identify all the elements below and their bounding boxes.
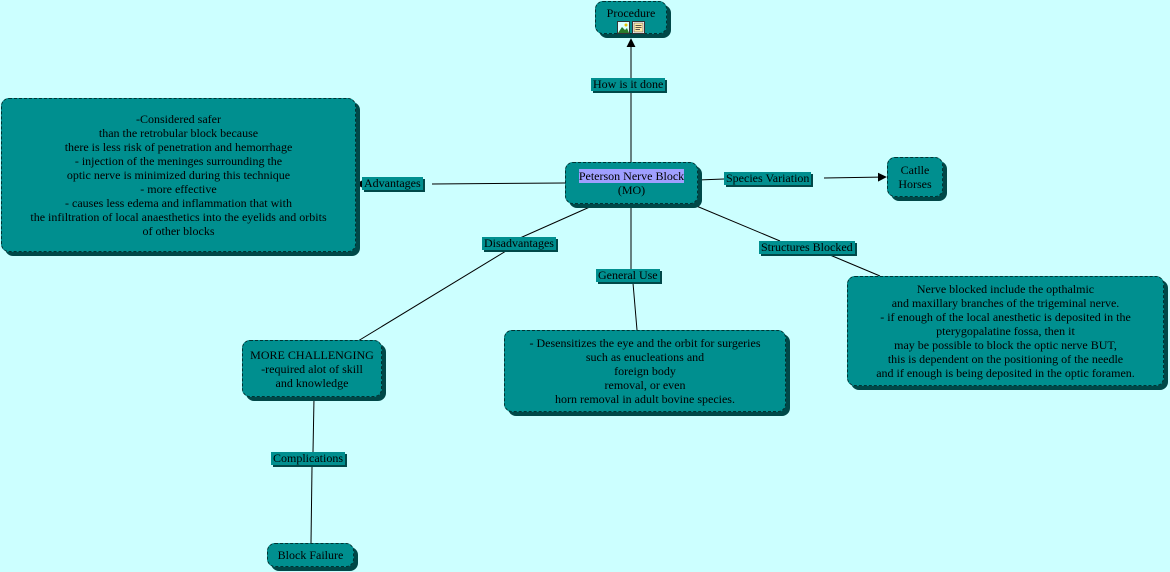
central-concept-title: Peterson Nerve Block: [578, 169, 685, 183]
species-text-node[interactable]: Catlle Horses: [887, 157, 943, 197]
general-use-line: foreign body: [614, 364, 676, 378]
advantages-line: - causes less edema and inflammation tha…: [65, 196, 292, 210]
general-use-line: removal, or even: [604, 378, 686, 392]
image-icon[interactable]: [617, 21, 630, 34]
link-complications-failure: [310, 466, 313, 544]
advantages-line: optic nerve is minimized during this tec…: [66, 168, 291, 182]
central-concept-subtitle: (MO): [617, 183, 646, 197]
link-label-species[interactable]: Species Variation: [724, 171, 812, 185]
structures-line: and if enough is being deposited in the …: [876, 366, 1135, 380]
challenging-line: -required alot of skill: [261, 361, 363, 376]
central-concept-node[interactable]: Peterson Nerve Block (MO): [565, 162, 698, 204]
link-label-complications[interactable]: Complications: [271, 451, 345, 465]
structures-line: may be possible to block the optic nerve…: [894, 338, 1117, 352]
species-line: Catlle: [900, 163, 930, 177]
advantages-line: the infiltration of local anaesthetics i…: [30, 210, 327, 224]
general-use-text-node[interactable]: - Desensitizes the eye and the orbit for…: [504, 330, 786, 412]
link-general-text: [632, 282, 638, 331]
structures-line: and maxillary branches of the trigeminal…: [891, 296, 1120, 310]
challenging-node[interactable]: MORE CHALLENGING -required alot of skill…: [242, 340, 382, 397]
procedure-node[interactable]: Procedure: [595, 1, 667, 34]
procedure-attachments: [617, 21, 645, 34]
advantages-line: there is less risk of penetration and he…: [64, 140, 293, 154]
challenging-line: MORE CHALLENGING: [250, 347, 374, 362]
link-species-cattle: [823, 172, 887, 182]
link-label-advantages[interactable]: Advantages: [362, 176, 423, 190]
link-center-advantages: [431, 182, 566, 185]
link-label-general[interactable]: General Use: [596, 268, 660, 282]
species-line: Horses: [898, 177, 932, 191]
document-icon[interactable]: [632, 21, 645, 34]
link-structures-text: [829, 254, 881, 277]
advantages-line: of other blocks: [142, 224, 215, 238]
link-label-disadvantages[interactable]: Disadvantages: [482, 236, 556, 250]
block-failure-node[interactable]: Block Failure: [267, 543, 354, 567]
block-failure-label: Block Failure: [277, 548, 344, 562]
advantages-text-node[interactable]: -Considered safer than the retrobular bl…: [1, 98, 356, 252]
structures-text-node[interactable]: Nerve blocked include the opthalmic and …: [847, 276, 1164, 386]
advantages-line: -Considered safer: [136, 112, 221, 126]
procedure-label: Procedure: [606, 6, 656, 20]
challenging-line: and knowledge: [275, 375, 349, 390]
advantages-line: - injection of the meninges surrounding …: [74, 154, 283, 168]
general-use-line: - Desensitizes the eye and the orbit for…: [529, 336, 761, 350]
structures-line: this is dependent on the positioning of …: [887, 352, 1124, 366]
link-center-disadvantages: [519, 205, 593, 239]
link-disadvantages-challenging: [357, 250, 507, 342]
link-challenging-complications: [312, 397, 315, 453]
link-center-species: [697, 178, 725, 181]
structures-line: - if enough of the local anesthetic is d…: [880, 310, 1131, 324]
advantages-line: than the retrobular block because: [98, 126, 259, 140]
link-label-how[interactable]: How is it done: [591, 77, 666, 91]
general-use-line: such as enucleations and: [585, 350, 705, 364]
general-use-line: horn removal in adult bovine species.: [555, 392, 735, 406]
structures-line: pterygopalatine fossa, then it: [936, 324, 1075, 338]
advantages-line: - more effective: [140, 182, 217, 196]
link-center-structures: [693, 204, 781, 242]
link-label-structures[interactable]: Structures Blocked: [759, 240, 855, 254]
structures-line: Nerve blocked include the opthalmic: [916, 282, 1095, 296]
